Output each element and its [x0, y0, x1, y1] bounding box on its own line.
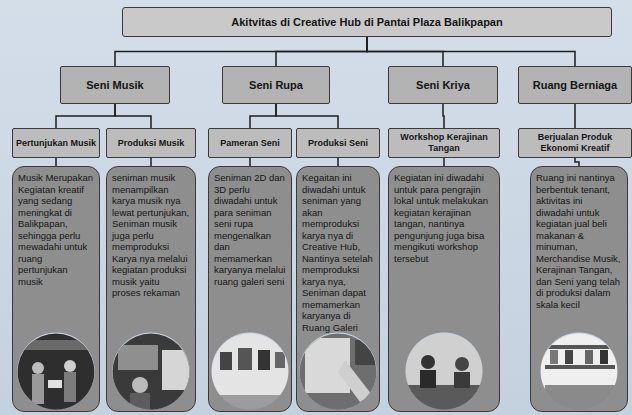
activity-box: Produksi Musik: [106, 128, 196, 158]
activity-box: Produksi Seni: [296, 128, 380, 158]
connector-line: [443, 104, 444, 128]
connector-line: [367, 37, 575, 66]
activity-box: Pameran Seni: [208, 128, 292, 158]
connector-line: [443, 158, 445, 166]
category-box: Seni Musik: [60, 66, 170, 104]
description-text: Kegiatan ini diwadahi untuk para pengraj…: [394, 172, 494, 264]
description-text: Seniman 2D dan 3D perlu diwadahi untuk p…: [214, 172, 286, 287]
description-box: Kegiatan ini diwadahi untuk para pengraj…: [388, 166, 500, 412]
category-box: Seni Kriya: [388, 66, 498, 104]
label-text: Seni Kriya: [416, 79, 470, 92]
connector-line: [56, 104, 115, 128]
connector-line: [150, 158, 152, 166]
description-text: seniman musik menampilkan karya musik ny…: [112, 172, 190, 299]
connector-line: [276, 104, 338, 128]
connector-line: [250, 104, 276, 128]
description-box: Seniman 2D dan 3D perlu diwadahi untuk p…: [208, 166, 292, 412]
connector-line: [115, 37, 367, 66]
category-box: Ruang Berniaga: [518, 66, 632, 104]
connector-line: [574, 104, 576, 128]
connector-line: [337, 158, 339, 166]
description-box: Ruang ini nantinya berbentuk tenant, akt…: [530, 166, 628, 412]
connector-line: [115, 104, 151, 128]
label-text: Workshop Kerajinan Tangan: [392, 132, 496, 154]
label-text: Akitvitas di Creative Hub di Pantai Plaz…: [231, 16, 502, 28]
label-text: Berjualan Produk Ekonomi Kreatif: [522, 132, 628, 154]
label-text: Seni Musik: [86, 79, 143, 92]
category-box: Seni Rupa: [222, 66, 330, 104]
label-text: Produksi Seni: [308, 138, 368, 149]
connector-line: [575, 158, 579, 166]
description-box: Musik Merupakan Kegiatan kreatif yang se…: [12, 166, 100, 412]
description-box: seniman musik menampilkan karya musik ny…: [106, 166, 196, 412]
label-text: Pameran Seni: [220, 138, 280, 149]
title-box: Akitvitas di Creative Hub di Pantai Plaz…: [122, 7, 612, 37]
connector-line: [249, 158, 251, 166]
label-text: Pertunjukan Musik: [16, 138, 96, 149]
connector-line: [55, 158, 57, 166]
activity-box: Pertunjukan Musik: [12, 128, 100, 158]
description-text: Musik Merupakan Kegiatan kreatif yang se…: [18, 172, 94, 287]
activity-box: Berjualan Produk Ekonomi Kreatif: [518, 128, 632, 158]
description-text: Kegaitan ini diwadahi untuk seniman yang…: [302, 172, 374, 333]
connector-line: [276, 37, 367, 66]
description-box: Kegaitan ini diwadahi untuk seniman yang…: [296, 166, 380, 412]
label-text: Produksi Musik: [118, 138, 185, 149]
label-text: Seni Rupa: [249, 79, 303, 92]
description-text: Ruang ini nantinya berbentuk tenant, akt…: [536, 172, 622, 310]
activity-box: Workshop Kerajinan Tangan: [388, 128, 500, 158]
label-text: Ruang Berniaga: [533, 79, 617, 92]
